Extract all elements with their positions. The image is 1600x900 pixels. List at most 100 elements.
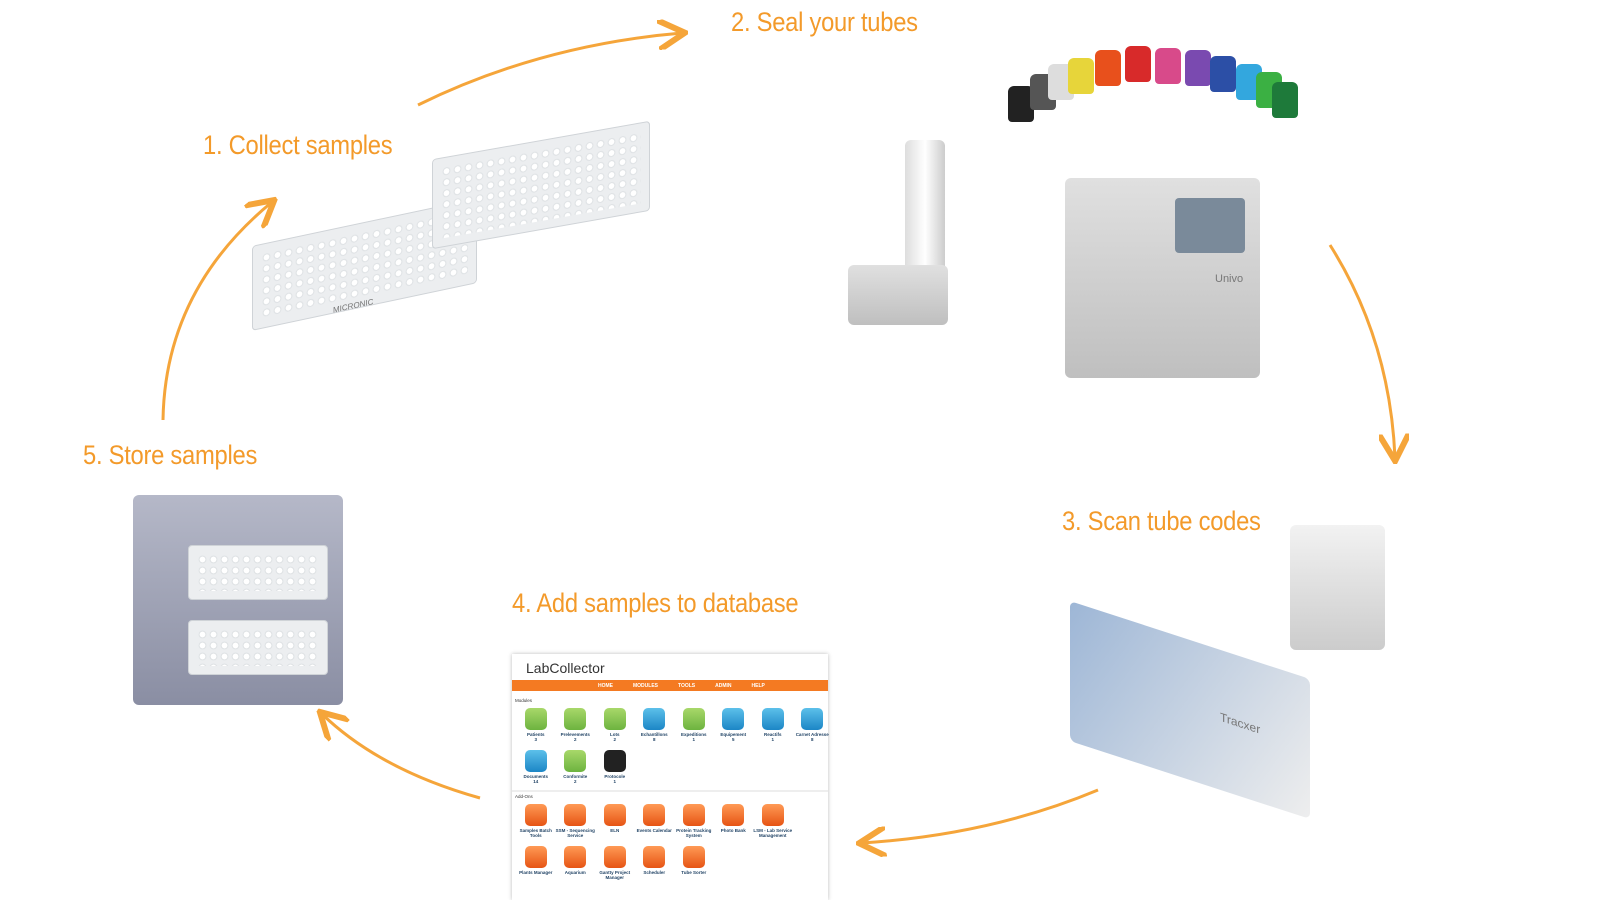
storage-rack-image: [133, 495, 343, 705]
addon-tile[interactable]: Scheduler: [635, 846, 675, 888]
addon-tile[interactable]: ELN: [595, 804, 635, 846]
addon-icon: [564, 804, 587, 826]
addon-tile[interactable]: Photo Bank: [714, 804, 754, 846]
module-label: Carnet Adresse: [795, 732, 829, 737]
addon-tile[interactable]: Events Calendar: [635, 804, 675, 846]
module-icon: [761, 708, 784, 730]
module-icon: [524, 708, 547, 730]
addon-tile[interactable]: Samples Batch Tools: [516, 804, 556, 846]
step-store-label: 5. Store samples: [83, 440, 258, 470]
addon-icon: [682, 846, 705, 868]
nav-tools[interactable]: TOOLS: [678, 682, 696, 689]
module-count: 1: [692, 737, 695, 742]
nav-home[interactable]: HOME: [598, 682, 613, 689]
addon-label: ELN: [610, 828, 620, 833]
module-icon: [564, 750, 587, 772]
module-icon: [524, 750, 547, 772]
module-icon: [682, 708, 705, 730]
addon-label: SSM - Sequencing Service: [555, 828, 595, 838]
module-count: 3: [534, 737, 537, 742]
arrow-4-to-5: [322, 714, 481, 800]
addon-label: Scheduler: [643, 870, 666, 875]
univo-logo: Univo: [1215, 273, 1244, 285]
addon-icon: [761, 804, 784, 826]
addons-heading: Add-Ons: [515, 794, 533, 799]
module-label: Conformite: [563, 774, 588, 779]
nav-modules[interactable]: MODULES: [633, 682, 658, 689]
arrow-2-to-3: [1328, 244, 1395, 458]
addon-tile[interactable]: SSM - Sequencing Service: [556, 804, 596, 846]
nav-help[interactable]: HELP: [751, 682, 765, 689]
module-count: 14: [533, 779, 539, 784]
module-icon: [564, 708, 587, 730]
addon-icon: [524, 804, 547, 826]
addon-tile[interactable]: Protein Tracking System: [674, 804, 714, 846]
addon-icon: [524, 846, 547, 868]
module-icon: [801, 708, 824, 730]
addon-icon: [564, 846, 587, 868]
addon-tile[interactable]: Tube Sorter: [674, 846, 714, 888]
addon-icon: [643, 846, 666, 868]
addon-label: LSM - Lab Service Management: [753, 828, 793, 838]
addon-icon: [603, 804, 626, 826]
arrow-5-to-1: [161, 202, 272, 421]
module-label: Documents: [523, 774, 548, 779]
addon-tile[interactable]: Gantty Project Manager: [595, 846, 635, 888]
univo-scanner-image: Univo: [1065, 178, 1260, 378]
labcollector-logo: LabCollector: [526, 660, 605, 676]
module-label: Reactifs: [763, 732, 782, 737]
module-count: 2: [613, 737, 616, 742]
module-count: 5: [731, 737, 735, 742]
module-icon: [603, 708, 626, 730]
labcollector-nav: HOME MODULES TOOLS ADMIN HELP: [512, 680, 828, 691]
decapper-base: [848, 265, 948, 325]
labcollector-screenshot: LabCollector HOME MODULES TOOLS ADMIN HELP M…: [512, 654, 829, 900]
module-label: Equipement: [720, 732, 747, 737]
addon-label: Events Calendar: [636, 828, 672, 833]
module-count: 2: [573, 779, 577, 784]
module-count: 2: [573, 737, 577, 742]
addon-tile[interactable]: Aquarium: [556, 846, 596, 888]
module-count: 1: [613, 779, 616, 784]
addon-icon: [603, 846, 626, 868]
addon-icon: [682, 804, 705, 826]
module-count: 8: [652, 737, 656, 742]
module-label: Prelevements: [560, 732, 590, 737]
tracxer-logo: Tracxer: [1220, 709, 1261, 737]
addon-label: Plants Manager: [519, 870, 553, 875]
module-count: 1: [771, 737, 774, 742]
addon-icon: [643, 804, 666, 826]
addon-label: Photo Bank: [720, 828, 746, 833]
module-label: Lots: [610, 732, 620, 737]
step-seal-label: 2. Seal your tubes: [731, 7, 918, 37]
module-icon: [643, 708, 666, 730]
addon-label: Aquarium: [564, 870, 586, 875]
module-label: Protocole: [604, 774, 626, 779]
arrow-3-to-4: [862, 788, 1099, 843]
tracxer-mini-image: [1290, 525, 1385, 650]
module-icon: [722, 708, 745, 730]
module-count: 8: [810, 737, 814, 742]
addon-tile[interactable]: Plants Manager: [516, 846, 556, 888]
addon-label: Gantty Project Manager: [599, 870, 631, 880]
addon-tile[interactable]: LSM - Lab Service Management: [753, 804, 793, 846]
addon-icon: [722, 804, 745, 826]
modules-heading: Modules: [515, 698, 533, 703]
step-database-label: 4. Add samples to database: [512, 588, 799, 618]
addon-label: Protein Tracking System: [676, 828, 712, 838]
nav-admin[interactable]: ADMIN: [715, 682, 732, 689]
